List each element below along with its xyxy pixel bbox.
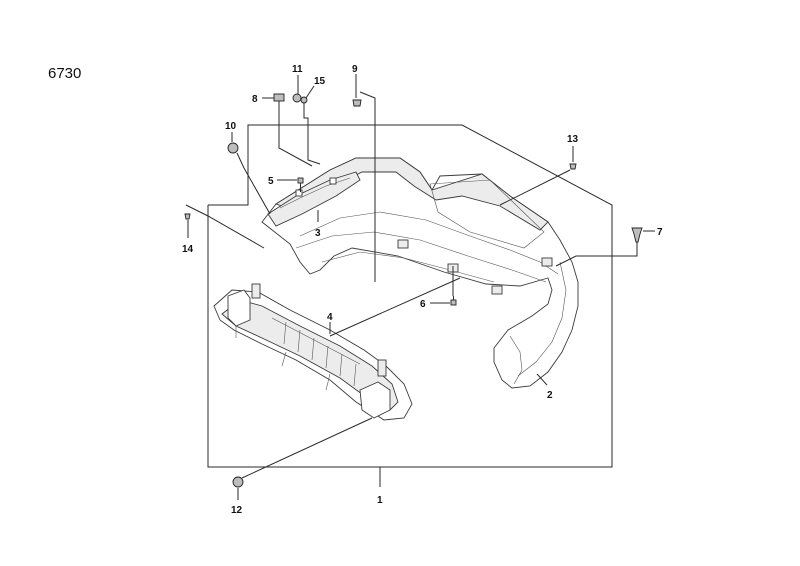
nut-11[interactable] — [292, 93, 302, 103]
callout-13: 13 — [567, 134, 579, 145]
leader-line-12b — [241, 417, 373, 479]
bolt-8[interactable] — [273, 93, 285, 110]
leader-line-13b — [499, 169, 571, 206]
screw-5[interactable] — [297, 177, 304, 192]
callout-6: 6 — [420, 299, 426, 310]
leader-line-9b — [359, 91, 376, 282]
leader-line-14b — [185, 204, 265, 249]
callout-1: 1 — [377, 495, 383, 506]
leader-line-2 — [536, 373, 548, 386]
callout-15: 15 — [314, 76, 326, 87]
side-bracket[interactable] — [267, 171, 361, 227]
push-clip-7[interactable] — [631, 227, 643, 243]
screw-13[interactable] — [569, 163, 577, 170]
group-code: 6730 — [48, 65, 81, 82]
leader-line-10b — [236, 152, 271, 215]
callout-14: 14 — [182, 244, 194, 255]
callout-5: 5 — [268, 176, 274, 187]
leader-line-15b — [303, 103, 321, 165]
callout-9: 9 — [352, 64, 358, 75]
leader-line-4b — [329, 277, 461, 337]
callout-3: 3 — [315, 228, 321, 239]
callout-12: 12 — [231, 505, 243, 516]
nut-10[interactable] — [227, 142, 239, 154]
leader-line-8b — [278, 110, 313, 167]
callout-2: 2 — [547, 390, 553, 401]
clip-9[interactable] — [352, 99, 362, 107]
callout-8: 8 — [252, 94, 258, 105]
callout-7: 7 — [657, 227, 663, 238]
leader-line-7b — [555, 242, 638, 267]
bumper-beam-absorber[interactable] — [213, 283, 413, 421]
screw-6[interactable] — [450, 296, 457, 306]
callout-11: 11 — [292, 64, 303, 75]
callout-10: 10 — [225, 121, 237, 132]
callout-4: 4 — [327, 312, 333, 323]
leader-line-15 — [305, 85, 315, 99]
screw-14[interactable] — [184, 213, 191, 220]
assembly-bracket-frame — [207, 124, 613, 487]
nut-12[interactable] — [232, 476, 244, 488]
